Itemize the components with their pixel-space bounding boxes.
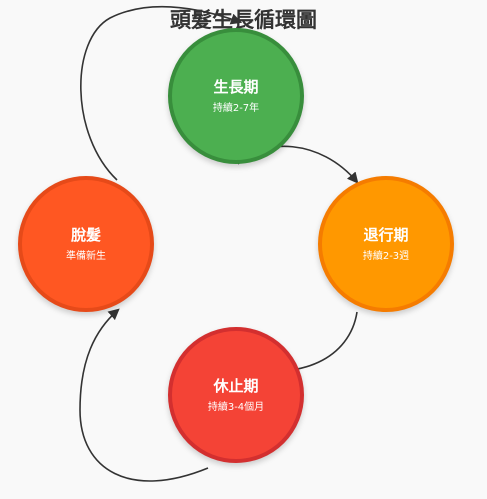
phase-catagen[interactable]: 退行期 持續2-3週 <box>318 176 454 312</box>
arrow-shed-to-growth <box>80 5 243 181</box>
phase-shedding-duration: 準備新生 <box>66 250 106 262</box>
phase-growth-duration: 持續2-7年 <box>212 102 260 114</box>
phase-shedding[interactable]: 脫髮 準備新生 <box>18 176 154 312</box>
arrow-telogen-to-shed <box>79 308 209 482</box>
phase-shedding-name: 脫髮 <box>70 225 101 244</box>
phase-catagen-name: 退行期 <box>363 225 409 244</box>
phase-growth[interactable]: 生長期 持續2-7年 <box>168 28 304 164</box>
phase-telogen-duration: 持續3-4個月 <box>207 401 265 413</box>
phase-telogen-name: 休止期 <box>213 376 259 395</box>
phase-telogen[interactable]: 休止期 持續3-4個月 <box>168 327 304 463</box>
phase-catagen-duration: 持續2-3週 <box>362 250 410 262</box>
phase-growth-name: 生長期 <box>213 77 259 96</box>
